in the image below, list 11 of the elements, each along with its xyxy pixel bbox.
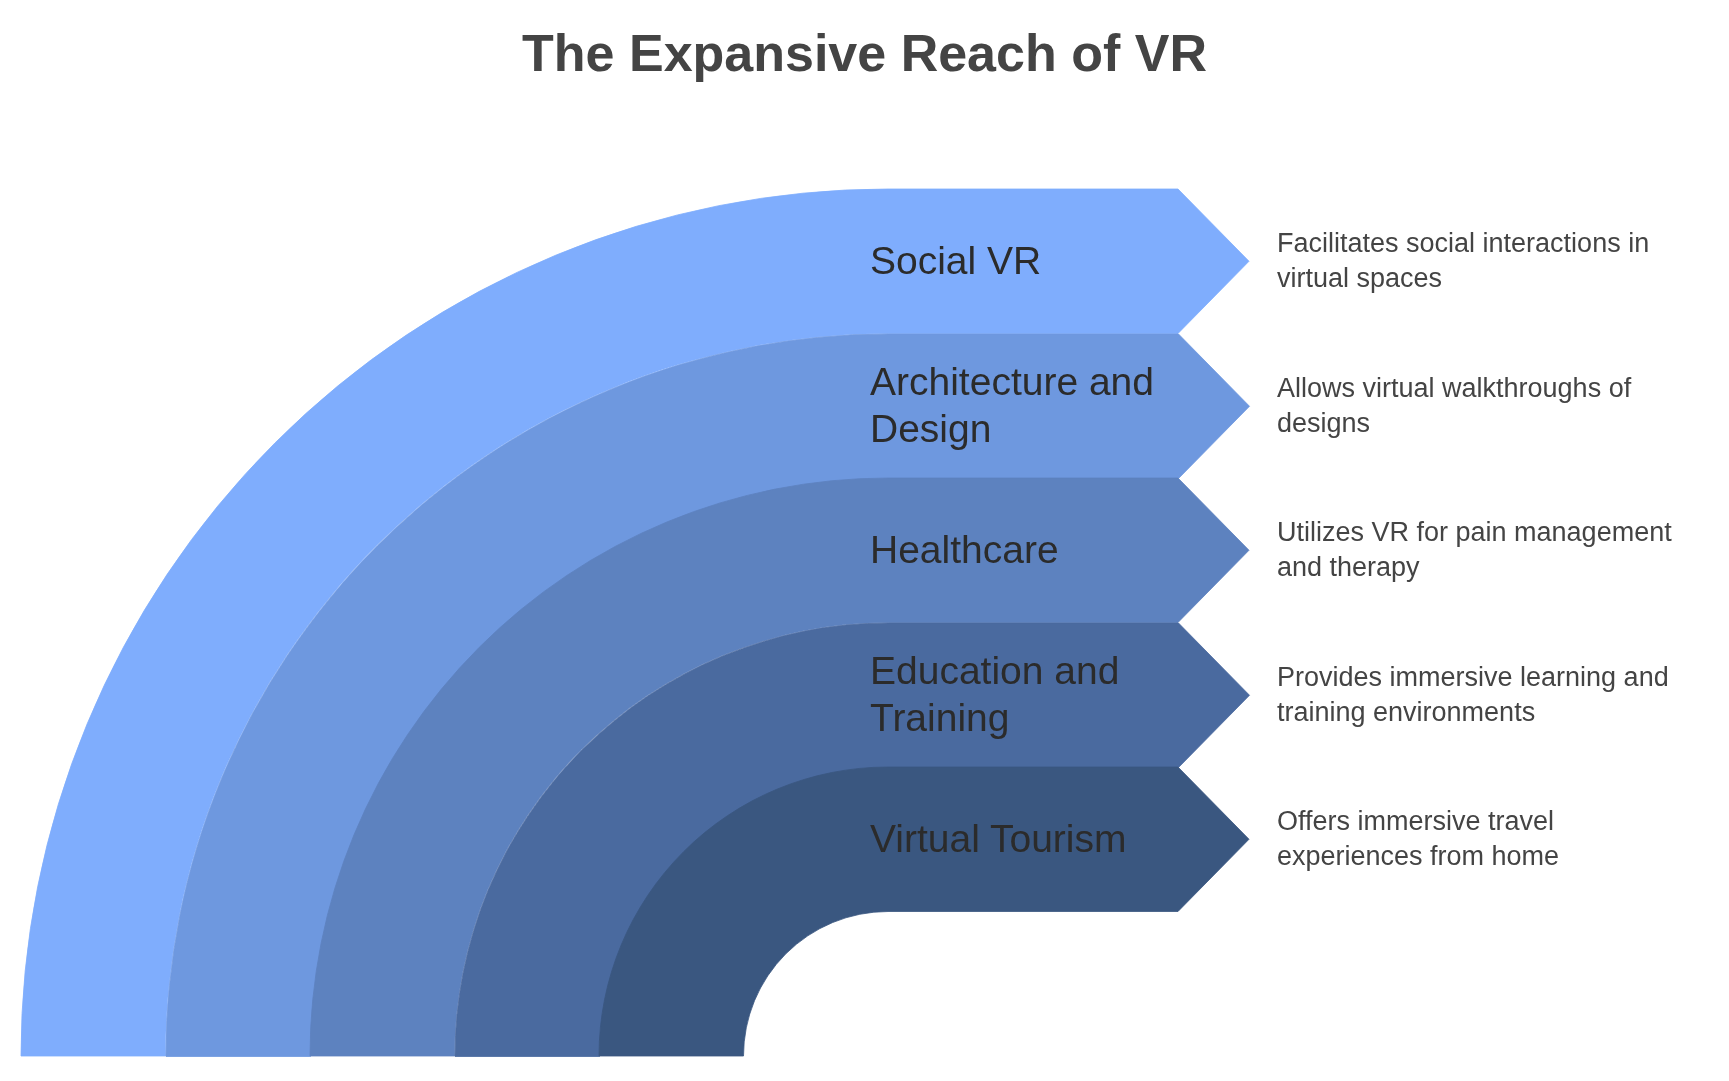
band-description: Offers immersive travel experiences from home xyxy=(1277,805,1561,874)
chart-title: The Expansive Reach of VR xyxy=(522,23,1207,84)
band-description: Facilitates social interactions in virtual spaces xyxy=(1277,227,1651,296)
band-label: Education and Training xyxy=(870,647,1121,741)
band-description: Utilizes VR for pain management and therapy xyxy=(1277,516,1673,585)
band-description: Provides immersive learning and training environments xyxy=(1277,660,1670,729)
band-label: Architecture and Design xyxy=(870,358,1155,452)
band-label: Virtual Tourism xyxy=(870,815,1128,862)
band-description: Allows virtual walkthroughs of designs xyxy=(1277,371,1633,440)
band-label: Healthcare xyxy=(870,526,1060,573)
band-label: Social VR xyxy=(870,237,1043,284)
